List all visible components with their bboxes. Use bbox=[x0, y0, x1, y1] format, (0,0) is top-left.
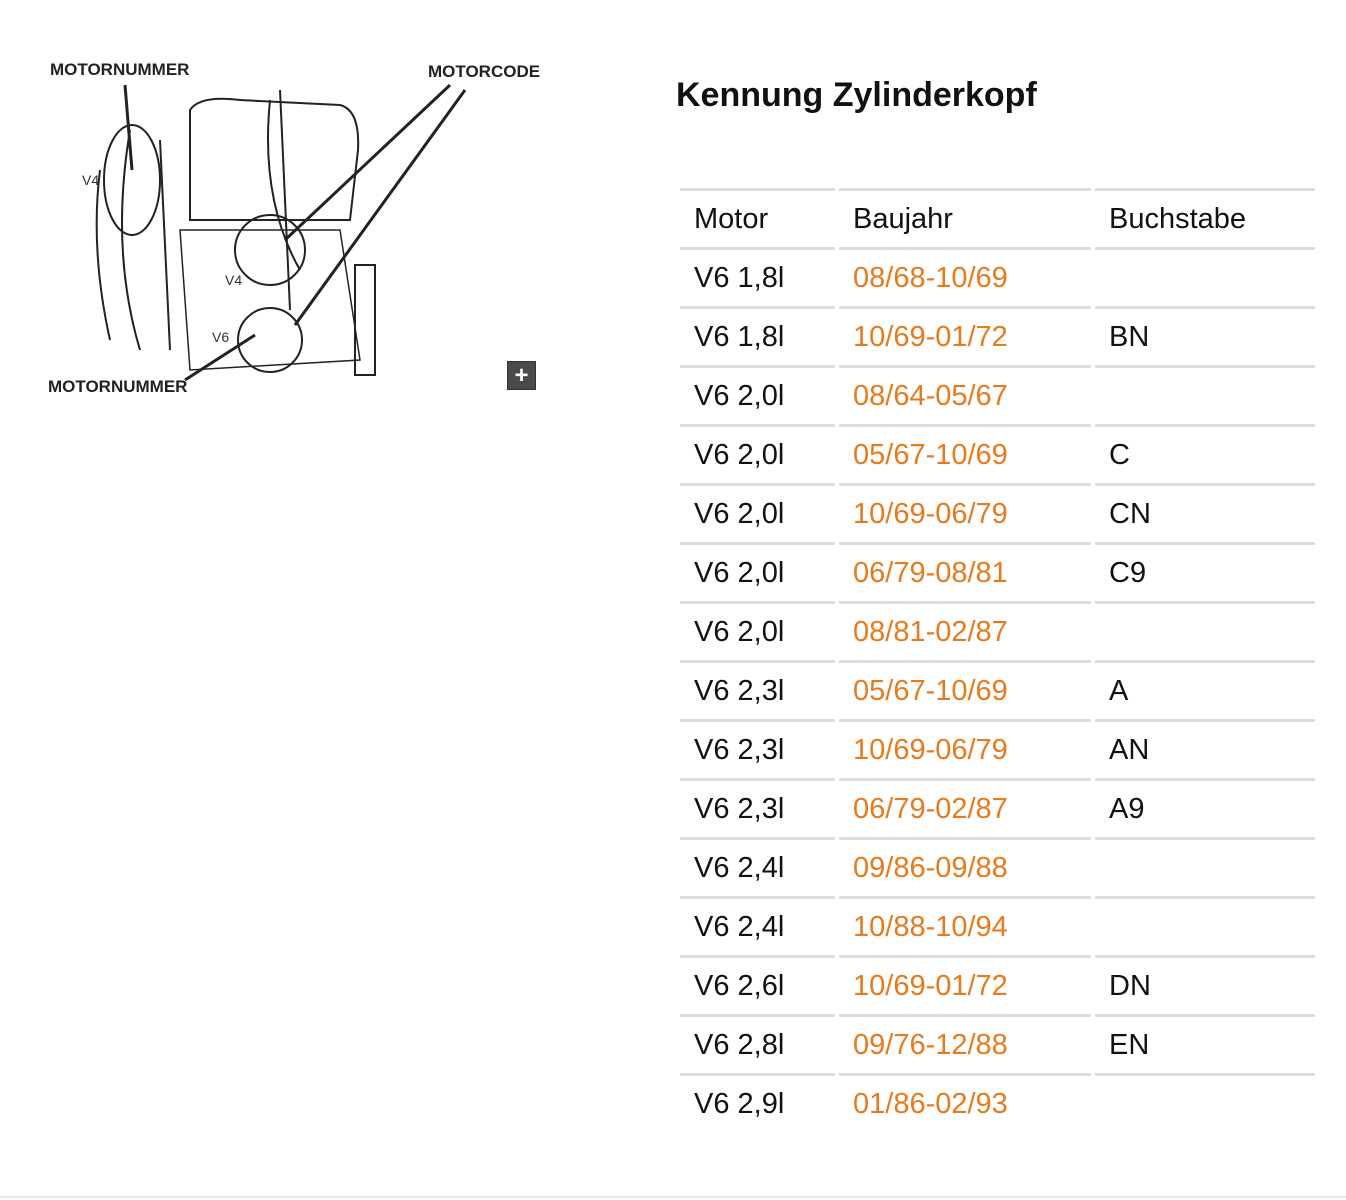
cell-baujahr: 06/79-02/87 bbox=[839, 778, 1091, 837]
cell-buchstabe: A9 bbox=[1095, 778, 1315, 837]
cell-buchstabe bbox=[1095, 1073, 1315, 1132]
cell-buchstabe bbox=[1095, 365, 1315, 424]
cell-motor: V6 2,3l bbox=[680, 719, 835, 778]
cell-motor: V6 1,8l bbox=[680, 247, 835, 306]
cell-buchstabe: BN bbox=[1095, 306, 1315, 365]
cell-baujahr: 08/64-05/67 bbox=[839, 365, 1091, 424]
cell-motor: V6 2,9l bbox=[680, 1073, 835, 1132]
label-motornummer-top: MOTORNUMMER bbox=[50, 60, 189, 79]
header-buchstabe: Buchstabe bbox=[1095, 188, 1315, 247]
engine-diagram: MOTORNUMMER MOTORCODE MOTORNUMMER V4 V4 … bbox=[40, 50, 550, 410]
enlarge-image-button[interactable]: + bbox=[507, 361, 536, 390]
cell-buchstabe bbox=[1095, 896, 1315, 955]
cell-motor: V6 2,4l bbox=[680, 837, 835, 896]
header-baujahr: Baujahr bbox=[839, 188, 1091, 247]
cell-buchstabe bbox=[1095, 837, 1315, 896]
cell-buchstabe: EN bbox=[1095, 1014, 1315, 1073]
cell-motor: V6 2,0l bbox=[680, 483, 835, 542]
cell-buchstabe: C bbox=[1095, 424, 1315, 483]
cell-baujahr: 05/67-10/69 bbox=[839, 424, 1091, 483]
cell-motor: V6 2,8l bbox=[680, 1014, 835, 1073]
cell-baujahr: 10/69-06/79 bbox=[839, 719, 1091, 778]
cell-baujahr: 08/81-02/87 bbox=[839, 601, 1091, 660]
label-motornummer-bottom: MOTORNUMMER bbox=[48, 377, 187, 396]
cell-buchstabe: A bbox=[1095, 660, 1315, 719]
header-motor: Motor bbox=[680, 188, 835, 247]
table-header-row: Motor Baujahr Buchstabe bbox=[680, 188, 1315, 247]
label-v6: V6 bbox=[212, 329, 229, 345]
cell-baujahr: 10/88-10/94 bbox=[839, 896, 1091, 955]
cell-baujahr: 10/69-01/72 bbox=[839, 955, 1091, 1014]
cell-baujahr: 10/69-06/79 bbox=[839, 483, 1091, 542]
label-v4: V4 bbox=[82, 172, 99, 188]
cell-motor: V6 2,0l bbox=[680, 424, 835, 483]
cell-motor: V6 2,0l bbox=[680, 601, 835, 660]
label-motorcode: MOTORCODE bbox=[428, 62, 540, 81]
cell-motor: V6 2,0l bbox=[680, 542, 835, 601]
cell-buchstabe: C9 bbox=[1095, 542, 1315, 601]
page-title: Kennung Zylinderkopf bbox=[676, 76, 1037, 114]
divider bbox=[0, 1196, 1346, 1198]
cell-motor: V6 2,4l bbox=[680, 896, 835, 955]
cell-buchstabe: AN bbox=[1095, 719, 1315, 778]
cell-motor: V6 2,3l bbox=[680, 778, 835, 837]
cell-baujahr: 05/67-10/69 bbox=[839, 660, 1091, 719]
cell-motor: V6 2,6l bbox=[680, 955, 835, 1014]
cell-motor: V6 2,3l bbox=[680, 660, 835, 719]
cell-motor: V6 2,0l bbox=[680, 365, 835, 424]
cell-baujahr: 01/86-02/93 bbox=[839, 1073, 1091, 1132]
cell-baujahr: 10/69-01/72 bbox=[839, 306, 1091, 365]
cell-buchstabe bbox=[1095, 601, 1315, 660]
cell-buchstabe: DN bbox=[1095, 955, 1315, 1014]
cell-baujahr: 09/76-12/88 bbox=[839, 1014, 1091, 1073]
cell-buchstabe: CN bbox=[1095, 483, 1315, 542]
cell-baujahr: 06/79-08/81 bbox=[839, 542, 1091, 601]
cell-motor: V6 1,8l bbox=[680, 306, 835, 365]
label-v4-center: V4 bbox=[225, 272, 242, 288]
cell-baujahr: 09/86-09/88 bbox=[839, 837, 1091, 896]
cell-baujahr: 08/68-10/69 bbox=[839, 247, 1091, 306]
cell-buchstabe bbox=[1095, 247, 1315, 306]
